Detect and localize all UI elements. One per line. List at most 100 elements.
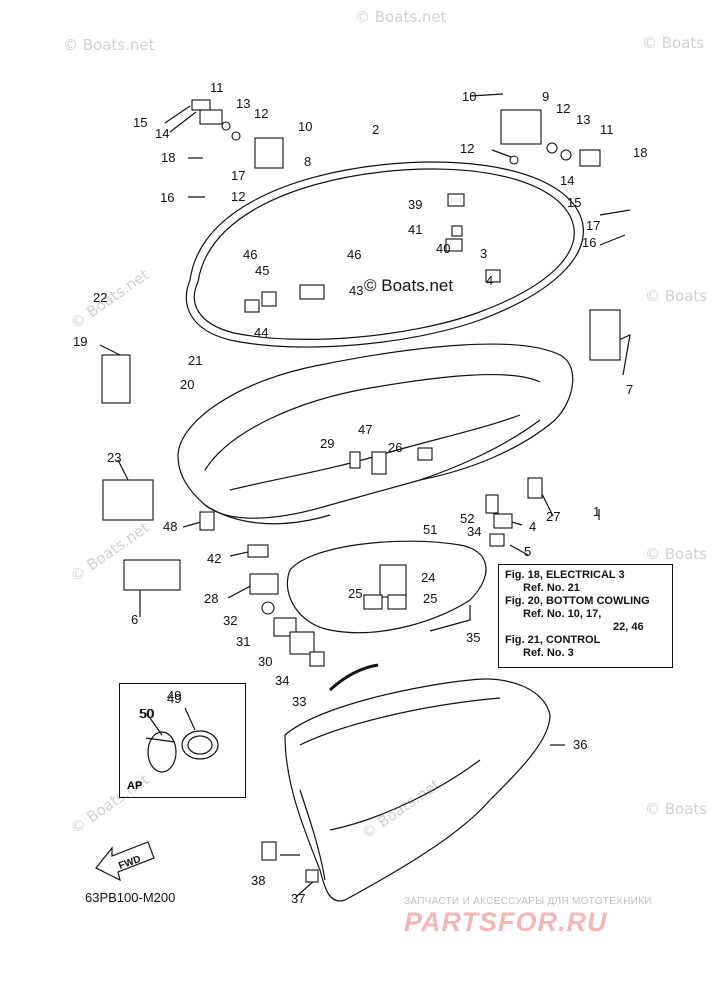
- part-label: 49: [167, 691, 181, 706]
- part-label: 12: [556, 101, 570, 116]
- part-label: 12: [460, 141, 474, 156]
- part-label: 13: [576, 112, 590, 127]
- switch-23: [102, 479, 154, 521]
- part-label: 10: [298, 119, 312, 134]
- part-label: 29: [320, 436, 334, 451]
- seal-gasket: [185, 161, 584, 348]
- bracket: [254, 137, 284, 169]
- part-label: 28: [204, 591, 218, 606]
- part-label: 23: [107, 450, 121, 465]
- center-watermark: © Boats.net: [364, 276, 454, 295]
- part-label: 1: [593, 504, 600, 519]
- part-label: 45: [255, 263, 269, 278]
- seal-35: [286, 540, 487, 634]
- ref-number: Ref. No. 3: [523, 647, 574, 659]
- watermark: © Boats: [645, 800, 708, 818]
- part-label: 25: [348, 586, 362, 601]
- watermark: © Boats.net: [355, 8, 447, 26]
- part-label: 5: [524, 544, 531, 559]
- part-label: 3: [480, 246, 487, 261]
- ref-number: Ref. No. 10, 17,: [523, 608, 602, 620]
- part-label: 35: [466, 630, 480, 645]
- part-label: 41: [408, 222, 422, 237]
- part-label: 2: [372, 122, 379, 137]
- ref-fig: Fig. 18, ELECTRICAL 3: [505, 569, 625, 581]
- reference-box: Fig. 18, ELECTRICAL 3 Ref. No. 21 Fig. 2…: [498, 564, 673, 668]
- clip: [244, 299, 260, 313]
- part-label: 17: [231, 168, 245, 183]
- part-label: 34: [275, 673, 289, 688]
- part-label: 34: [467, 524, 481, 539]
- bolt: [447, 193, 465, 207]
- part-label: 12: [231, 189, 245, 204]
- fwd-arrow: FWD: [95, 841, 155, 882]
- part-label: 50: [140, 706, 154, 721]
- part-label: 31: [236, 634, 250, 649]
- bracket-7: [589, 309, 621, 361]
- part-label: 46: [347, 247, 361, 262]
- part-label: 43: [349, 283, 363, 298]
- part-label: 12: [254, 106, 268, 121]
- bracket: [500, 109, 542, 145]
- lower-apron: [284, 678, 551, 902]
- part-label: 16: [160, 190, 174, 205]
- bottom-cowling: [177, 343, 574, 519]
- part-label: 40: [436, 241, 450, 256]
- part-label: 16: [582, 235, 596, 250]
- part-label: 21: [188, 353, 202, 368]
- ap-detail-box: AP: [119, 683, 246, 798]
- part-label: 36: [573, 737, 587, 752]
- part-label: 19: [73, 334, 87, 349]
- part-label: 30: [258, 654, 272, 669]
- bracket-19: [101, 354, 131, 404]
- grommet-42: [247, 544, 269, 558]
- part-label: 44: [254, 325, 268, 340]
- part-label: 9: [542, 89, 549, 104]
- ref-number: Ref. No. 21: [523, 582, 580, 594]
- part-label: 7: [626, 382, 633, 397]
- part-labels: 2 4 4 5 6 7 8 9 10 10 11 11 12 12 12 12 …: [73, 80, 647, 906]
- ap-label: AP: [127, 780, 143, 792]
- ref-number: 22, 46: [613, 621, 644, 633]
- part-label: 11: [210, 80, 224, 95]
- part-label: 8: [304, 154, 311, 169]
- part-label: 37: [291, 891, 305, 906]
- plate-6: [123, 559, 181, 591]
- watermark: © Boats.net: [63, 36, 155, 54]
- bolt: [191, 99, 211, 111]
- ref-fig: Fig. 21, CONTROL: [505, 634, 601, 646]
- grommet-24: [379, 564, 407, 598]
- part-label: 11: [600, 122, 614, 137]
- part-label: 4: [529, 519, 536, 534]
- part-label: 39: [408, 197, 422, 212]
- part-label: 52: [460, 511, 474, 526]
- part-label: 46: [243, 247, 257, 262]
- part-label: 15: [133, 115, 147, 130]
- part-label: 18: [161, 150, 175, 165]
- watermark: © Boats: [645, 545, 708, 563]
- part-label: 13: [236, 96, 250, 111]
- watermark: © Boats: [642, 34, 705, 52]
- part-label: 6: [131, 612, 138, 627]
- part-label: 42: [207, 551, 221, 566]
- watermark: © Boats: [645, 287, 708, 305]
- part-label: 25: [423, 591, 437, 606]
- part-label: 20: [180, 377, 194, 392]
- part-label: 50: [139, 706, 153, 721]
- brand-tagline: ЗАПЧАСТИ И АКСЕССУАРЫ ДЛЯ МОТОТЕХНИКИ: [404, 896, 652, 907]
- ref-fig: Fig. 20, BOTTOM COWLING: [505, 595, 650, 607]
- part-label: 32: [223, 613, 237, 628]
- part-label: 33: [292, 694, 306, 709]
- part-label: 22: [93, 290, 107, 305]
- part-label: 14: [560, 173, 574, 188]
- part-label: 26: [388, 440, 402, 455]
- part-label: 24: [421, 570, 435, 585]
- part-label: 27: [546, 509, 560, 524]
- brand-logo: PARTSFOR.RU: [404, 907, 608, 937]
- part-label: 48: [163, 519, 177, 534]
- part-label: 15: [567, 195, 581, 210]
- part-label: 38: [251, 873, 265, 888]
- part-label: 4: [486, 273, 493, 288]
- diagram-code: 63PB100-M200: [85, 890, 176, 905]
